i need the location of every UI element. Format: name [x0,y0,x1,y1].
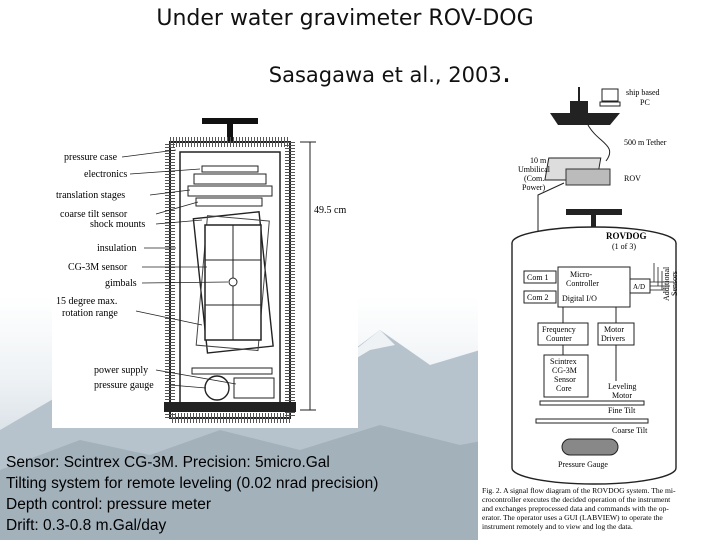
com1-box [523,270,557,284]
label-power-supply: power supply [94,365,148,376]
label-coarse-tilt-sensor: coarse tilt sensor [60,209,128,220]
label-ship-pc-1: ship based [626,88,660,97]
com2-box [523,290,557,304]
label-rov: ROV [624,174,641,183]
fine-tilt-platform [539,400,645,406]
cross-section-drawing: 49.5 cm pressure case electronics transl… [56,118,346,423]
label-motor-1: Motor [604,325,624,334]
label-pressure-case: pressure case [64,152,118,163]
label-tether-10m-3: (Com. [524,174,544,183]
label-translation-stages: translation stages [56,190,125,201]
citation: Sasagawa et al., 2003. [0,55,720,90]
label-com1: Com 1 [527,273,549,282]
tilted-sensor-frame [192,211,274,354]
support-plate [191,367,273,375]
signal-flow-drawing: ship based PC 500 m Tether ROV 10 m Umbi… [482,87,679,531]
label-tether-500m: 500 m Tether [624,138,667,147]
leader-lines [121,149,237,389]
label-fine-tilt: Fine Tilt [608,406,636,415]
label-pressure-gauge: pressure gauge [94,380,154,391]
label-tether-10m-1: 10 m [530,156,547,165]
label-digital-io: Digital I/O [562,294,597,303]
pc-keyboard-icon [599,101,621,107]
page-title: Under water gravimeter ROV-DOG [156,6,534,31]
electronics-board [201,165,259,173]
label-leveling-2: Motor [612,391,632,400]
label-ship-pc-2: PC [640,98,650,107]
caption-line-1: crocontroller executes the decided opera… [482,495,671,504]
citation-text: Sasagawa et al., 2003 [268,63,502,87]
label-tether-10m-2: Umbilical [518,165,551,174]
label-com2: Com 2 [527,293,549,302]
figure-caption: Fig. 2. A signal flow diagram of the ROV… [482,486,676,531]
pc-monitor-icon [601,88,619,102]
label-rovdog-1: ROVDOG [606,231,647,241]
coarse-tilt-platform [535,418,649,424]
label-shock-mounts: shock mounts [90,219,145,230]
label-micro-2: Controller [566,279,599,288]
label-rotation-1: 15 degree max. [56,296,117,307]
ship-hull [550,113,620,125]
rovdog-handle-bar [566,209,622,215]
label-rovdog-2: (1 of 3) [612,242,636,251]
caption-line-2: and exchanges preprocessed data and comm… [482,504,669,513]
power-supply-part [233,377,275,399]
label-micro-1: Micro- [570,270,593,279]
scintrex-core-box [543,354,589,398]
label-pressure-gauge: Pressure Gauge [558,460,608,469]
citation-dot: . [501,55,512,90]
label-additional-2: Sensors [670,271,679,296]
tilt-sensor-block [195,197,263,207]
gravimeter-cross-section: 49.5 cm pressure case electronics transl… [52,110,358,428]
height-label: 49.5 cm [314,205,346,216]
caption-line-0: Fig. 2. A signal flow diagram of the ROV… [482,486,676,495]
rovdog-handle-stem [591,215,596,227]
label-motor-2: Drivers [601,334,625,343]
label-freq-2: Counter [546,334,572,343]
label-cg3m-sensor: CG-3M sensor [68,262,128,273]
additional-sensor-lines [650,263,674,291]
label-electronics: electronics [84,169,127,180]
umbilical-labels: 10 m Umbilical (Com. Power) [518,156,551,192]
label-leveling-1: Leveling [608,382,636,391]
label-ad: A/D [633,283,645,291]
spec-tilting: Tilting system for remote leveling (0.02… [6,475,379,492]
specs-list: Sensor: Scintrex CG-3M. Precision: 5micr… [6,452,476,536]
left-labels: pressure case electronics translation st… [56,152,154,391]
top-stem [227,124,233,142]
label-scintrex-4: Core [556,384,572,393]
label-coarse-tilt: Coarse Tilt [612,426,648,435]
spec-drift: Drift: 0.3-0.8 m.Gal/day [6,517,167,534]
label-freq-1: Frequency [542,325,576,334]
signal-flow-diagram: ship based PC 500 m Tether ROV 10 m Umbi… [478,83,720,540]
microcontroller-box [557,266,631,308]
caption-line-3: erator. The operator uses a GUI (LABVIEW… [482,513,663,522]
label-gimbals: gimbals [105,278,137,289]
electronics-block [193,173,267,185]
spec-depth: Depth control: pressure meter [6,496,212,513]
top-bar [202,118,258,124]
rov-frame [565,168,611,186]
insulation-wall [165,137,295,423]
ship-cabin [570,101,588,113]
label-additional-1: Additional [662,266,671,301]
base-plate [164,402,296,412]
label-scintrex-1: Scintrex [550,357,577,366]
caption-line-4: instrument remotely and to view and log … [482,522,633,531]
label-tether-10m-4: Power) [522,183,545,192]
spec-sensor: Sensor: Scintrex CG-3M. Precision: 5micr… [6,454,330,471]
label-rotation-2: rotation range [62,308,118,319]
gimbal-pivot [228,277,238,287]
translation-stage [187,185,273,197]
pressure-gauge-cylinder [561,438,619,456]
label-insulation: insulation [97,243,136,254]
label-scintrex-3: Sensor [554,375,576,384]
label-scintrex-2: CG-3M [552,366,577,375]
rotated-sensor-frame [195,215,270,352]
tether-500m [587,124,611,162]
